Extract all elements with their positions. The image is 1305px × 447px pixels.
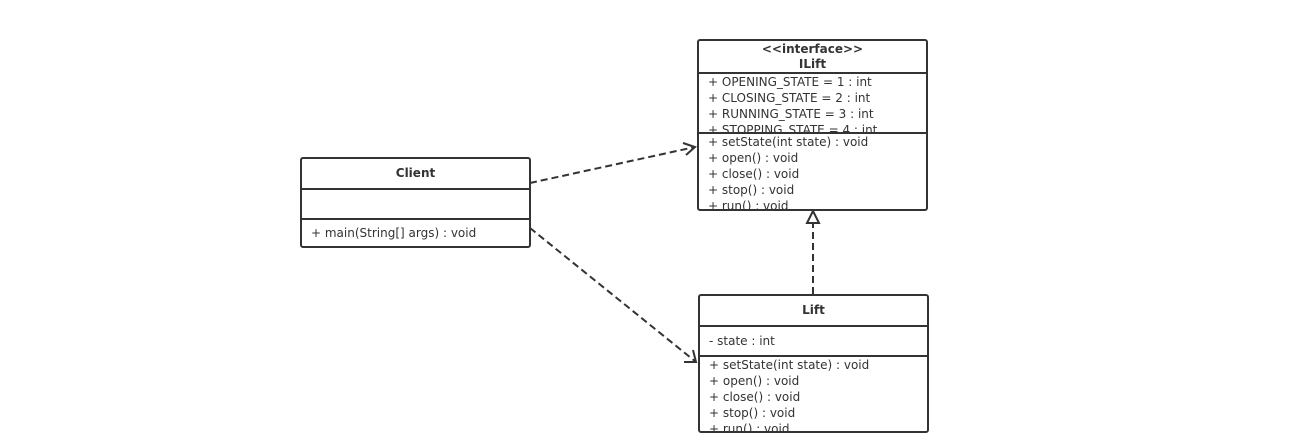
attribute: + CLOSING_STATE = 2 : int (708, 91, 871, 105)
operations-section: + main(String[] args) : void (302, 220, 529, 246)
hollow-triangle-icon (805, 208, 821, 224)
attributes-section: + OPENING_STATE = 1 : int + CLOSING_STAT… (699, 74, 926, 134)
operation: + stop() : void (708, 183, 795, 197)
operations-section: + setState(int state) : void + open() : … (699, 134, 926, 209)
operation: + main(String[] args) : void (311, 226, 477, 240)
open-arrow-icon (684, 349, 698, 363)
stereotype: <<interface>> (761, 42, 864, 56)
attributes-section: - state : int (700, 327, 927, 357)
attribute: + OPENING_STATE = 1 : int (708, 75, 872, 89)
attribute: - state : int (709, 334, 775, 348)
operation: + setState(int state) : void (709, 358, 870, 372)
class-ilift[interactable]: <<interface>> ILift + OPENING_STATE = 1 … (697, 39, 928, 211)
operation: + close() : void (709, 390, 801, 404)
open-arrow-icon (682, 142, 697, 156)
operation: + open() : void (708, 151, 799, 165)
operation: + run() : void (709, 422, 790, 431)
class-name: Lift (700, 296, 927, 327)
attribute: + RUNNING_STATE = 3 : int (708, 107, 874, 121)
operation: + run() : void (708, 199, 789, 209)
operation: + open() : void (709, 374, 800, 388)
class-client[interactable]: Client + main(String[] args) : void (300, 157, 531, 248)
class-name: Client (302, 159, 529, 190)
dependency-client-lift (529, 227, 697, 363)
dependency-client-ilift (529, 146, 696, 184)
operation: + stop() : void (709, 406, 796, 420)
attribute: + STOPPING_STATE = 4 : int (708, 123, 878, 134)
attributes-section (302, 190, 529, 220)
operation: + close() : void (708, 167, 800, 181)
class-name: ILift (798, 57, 827, 71)
class-lift[interactable]: Lift - state : int + setState(int state)… (698, 294, 929, 433)
operations-section: + setState(int state) : void + open() : … (700, 357, 927, 431)
operation: + setState(int state) : void (708, 135, 869, 149)
